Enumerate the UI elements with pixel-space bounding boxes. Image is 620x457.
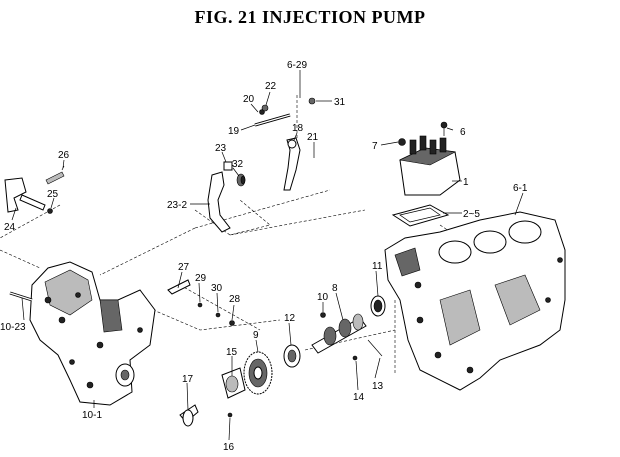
callout-15: 15 (226, 347, 238, 358)
figure-title: FIG. 21 INJECTION PUMP (194, 7, 426, 27)
callout-26: 26 (58, 150, 70, 161)
callout-20: 20 (243, 94, 255, 105)
gear-case-housing (29, 261, 156, 406)
callout-2-5: 2~5 (463, 209, 480, 220)
leader-lines (11, 70, 524, 441)
callout-31: 31 (334, 97, 346, 108)
callout-28: 28 (229, 294, 241, 305)
callout-10: 10 (317, 292, 329, 303)
lever-assembly-upper (254, 85, 316, 191)
callout-21: 21 (307, 132, 319, 143)
injection-pump (391, 121, 461, 227)
callout-24: 24 (4, 222, 16, 233)
callout-30: 30 (211, 283, 223, 294)
part-10-23-pin (9, 291, 33, 302)
callout-10-23: 10-23 (0, 322, 26, 333)
callout-14: 14 (353, 392, 365, 403)
link-and-fasteners (167, 279, 235, 326)
callout-17: 17 (182, 374, 194, 385)
callout-23: 23 (215, 143, 227, 154)
callout-7: 7 (372, 141, 378, 152)
callout-1: 1 (463, 177, 469, 188)
callout-22: 22 (265, 81, 277, 92)
callout-labels: 6-29 31 22 20 19 18 21 7 6 1 6-1 2~5 26 … (0, 60, 528, 453)
callout-6-1: 6-1 (513, 183, 528, 194)
callout-25: 25 (47, 189, 59, 200)
callout-18: 18 (292, 123, 304, 134)
callout-23-2: 23-2 (167, 200, 187, 211)
callout-9: 9 (253, 330, 259, 341)
callout-8: 8 (332, 283, 338, 294)
drive-gear-assembly (179, 351, 273, 427)
lever-assembly-lower (207, 161, 246, 233)
callout-29: 29 (195, 273, 207, 284)
engine-block (384, 211, 566, 391)
camshaft-assembly (283, 295, 386, 368)
callout-6: 6 (460, 127, 466, 138)
callout-19: 19 (228, 126, 240, 137)
callout-13: 13 (372, 381, 384, 392)
callout-32: 32 (232, 159, 244, 170)
callout-16: 16 (223, 442, 235, 453)
callout-10-1: 10-1 (82, 410, 102, 421)
callout-27: 27 (178, 262, 190, 273)
callout-11: 11 (372, 261, 383, 272)
callout-12: 12 (284, 313, 296, 324)
callout-6-29: 6-29 (287, 60, 307, 71)
governor-linkage-assembly (4, 165, 65, 214)
